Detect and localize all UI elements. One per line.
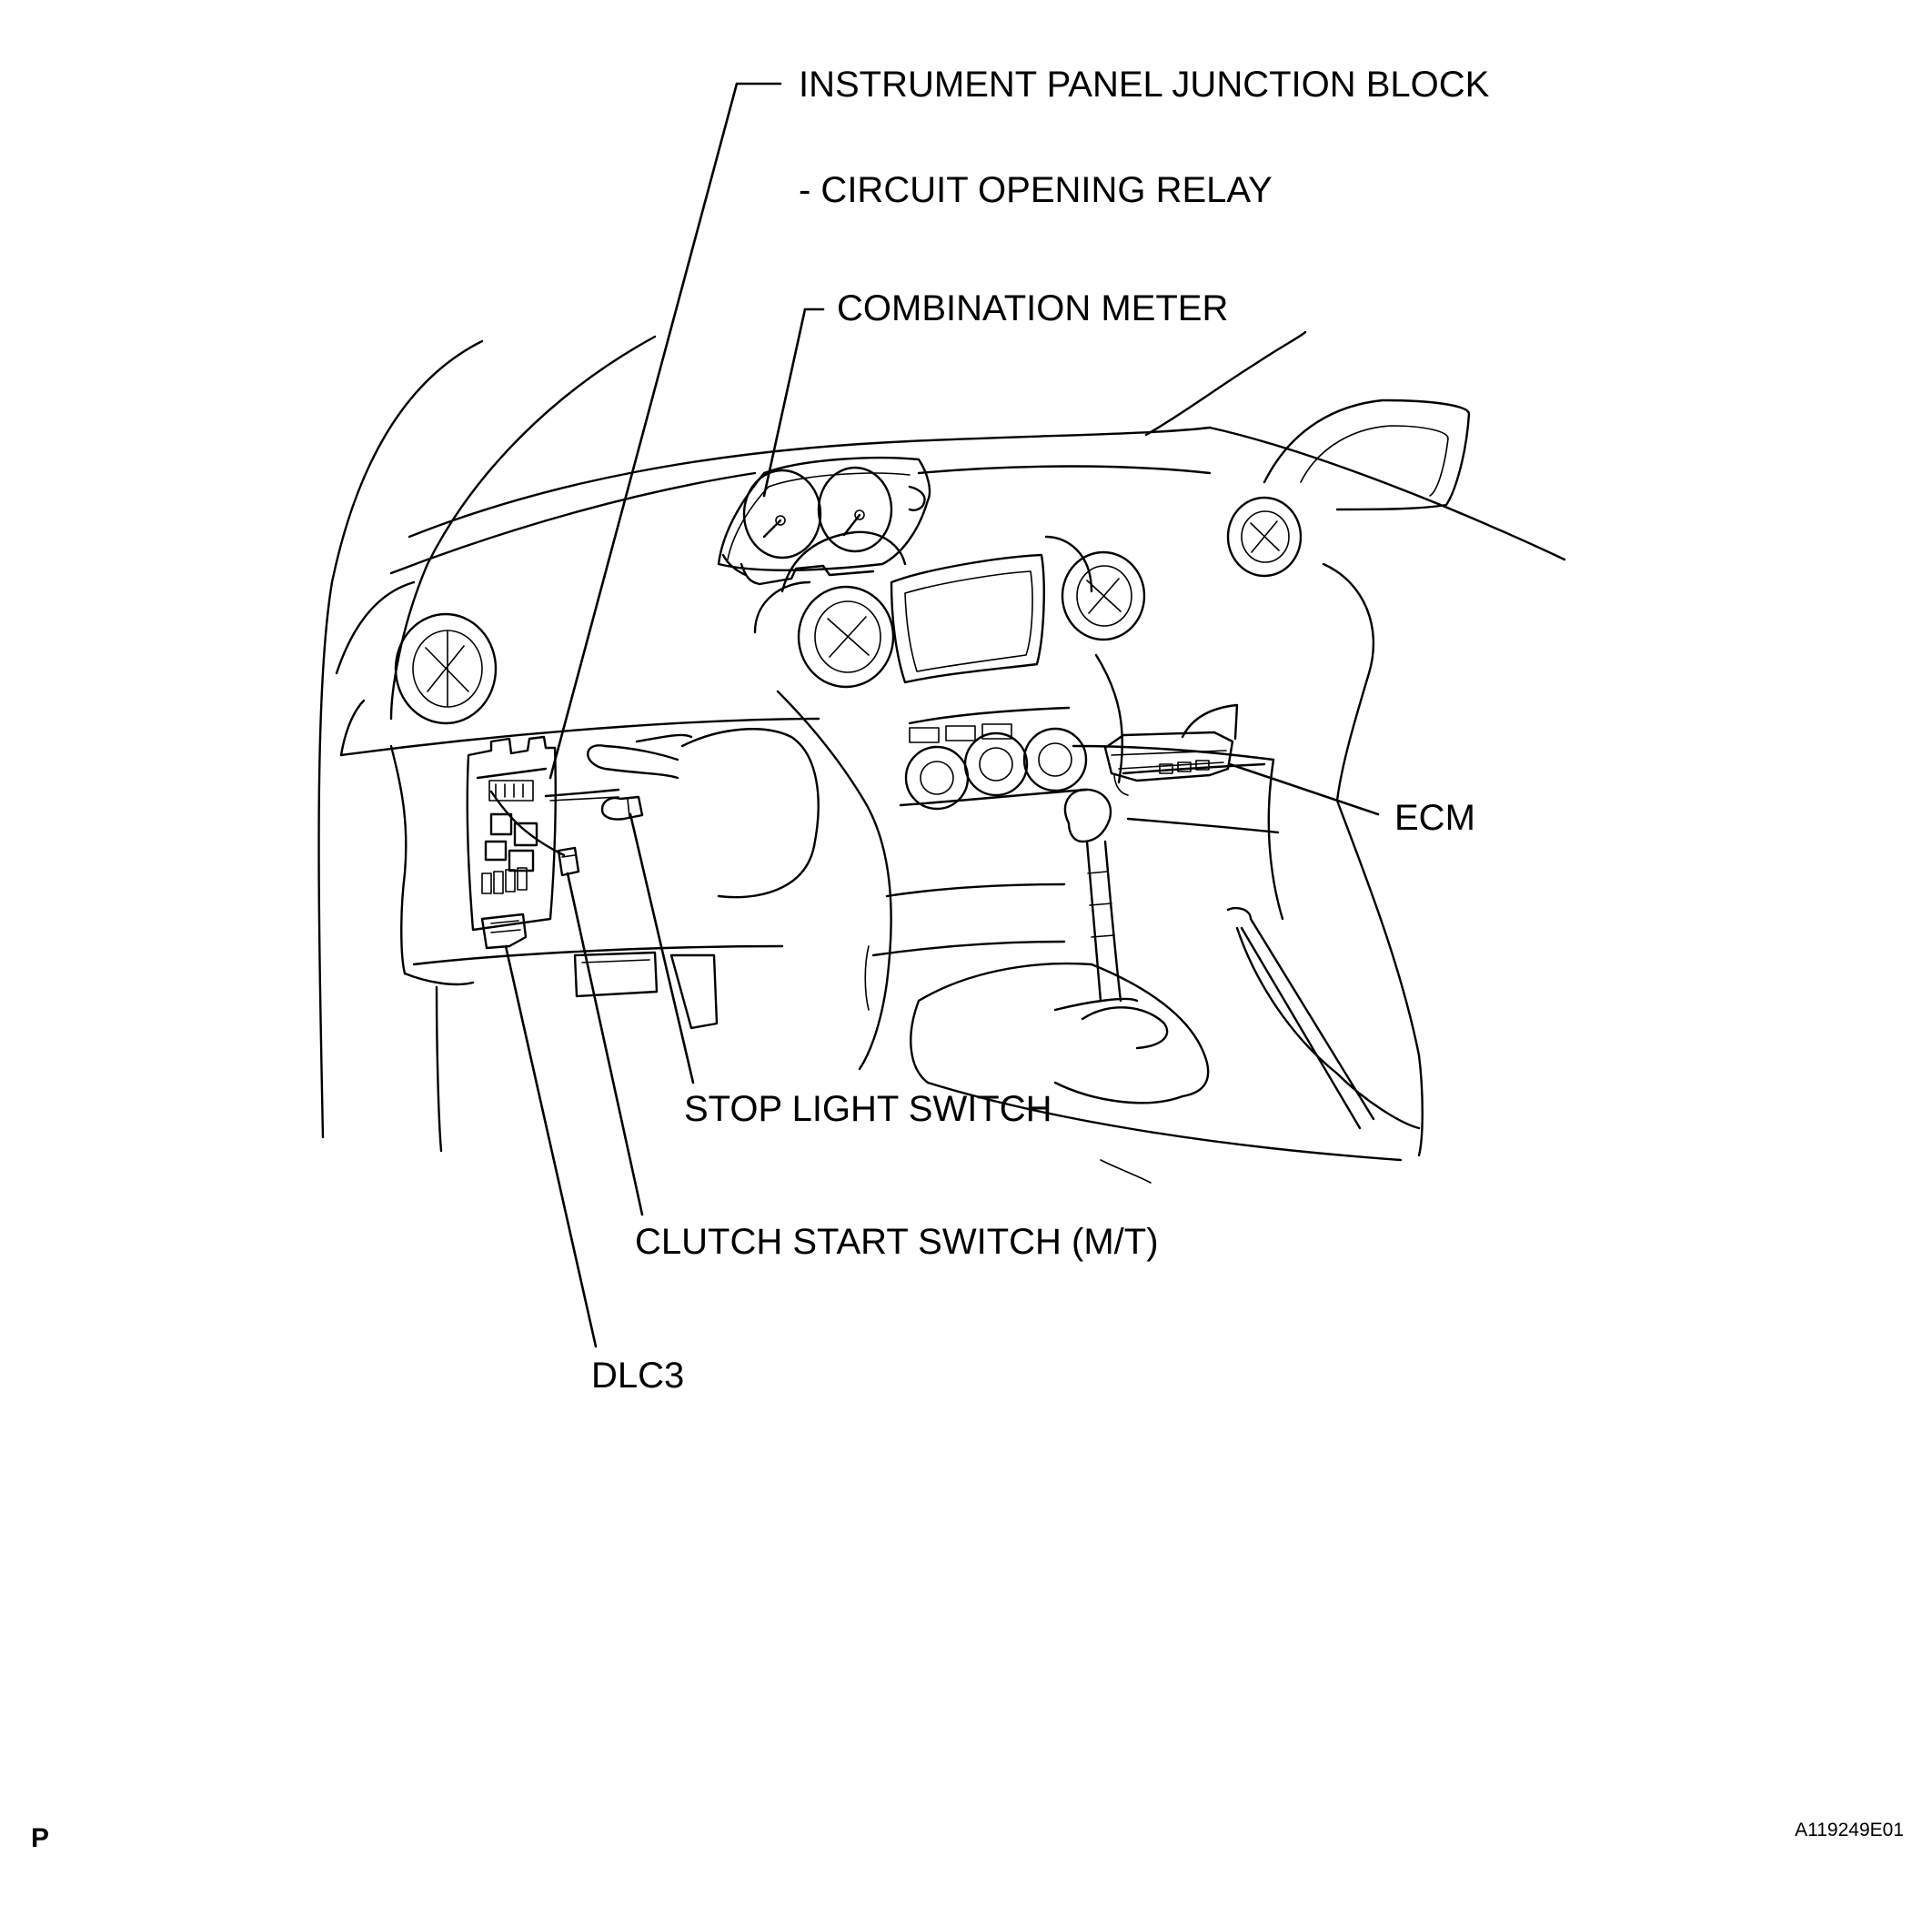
label-dlc3: DLC3 bbox=[591, 1356, 684, 1396]
leader-lines bbox=[504, 82, 1380, 1348]
label-circuit-opening-relay: - CIRCUIT OPENING RELAY bbox=[799, 170, 1273, 210]
leader-ecm bbox=[1228, 762, 1380, 816]
ecm-unit bbox=[1103, 703, 1239, 796]
leader-combination-meter bbox=[762, 308, 825, 498]
label-stop-light-switch: STOP LIGHT SWITCH bbox=[684, 1089, 1052, 1129]
leader-junction-block bbox=[548, 82, 782, 780]
leader-dlc3 bbox=[504, 944, 598, 1348]
clutch-start-switch-unit bbox=[557, 846, 580, 877]
label-combination-meter: COMBINATION METER bbox=[837, 288, 1228, 328]
stop-light-switch-unit bbox=[600, 795, 644, 821]
label-ecm: ECM bbox=[1394, 798, 1475, 838]
corner-tag: P bbox=[31, 1823, 49, 1853]
dlc3-connector bbox=[480, 913, 528, 950]
figure-id: A119249E01 bbox=[1795, 1820, 1904, 1840]
label-clutch-start-switch: CLUTCH START SWITCH (M/T) bbox=[635, 1222, 1159, 1262]
combination-meter-unit bbox=[717, 456, 931, 586]
vehicle-outline bbox=[317, 330, 1566, 1184]
junction-block-unit bbox=[466, 735, 620, 932]
label-instrument-panel-junction-block: INSTRUMENT PANEL JUNCTION BLOCK bbox=[799, 65, 1490, 105]
callout-labels: INSTRUMENT PANEL JUNCTION BLOCK - CIRCUI… bbox=[591, 65, 1490, 1396]
leader-clutch-start-switch bbox=[566, 872, 644, 1216]
leader-stop-light-switch bbox=[629, 812, 695, 1084]
